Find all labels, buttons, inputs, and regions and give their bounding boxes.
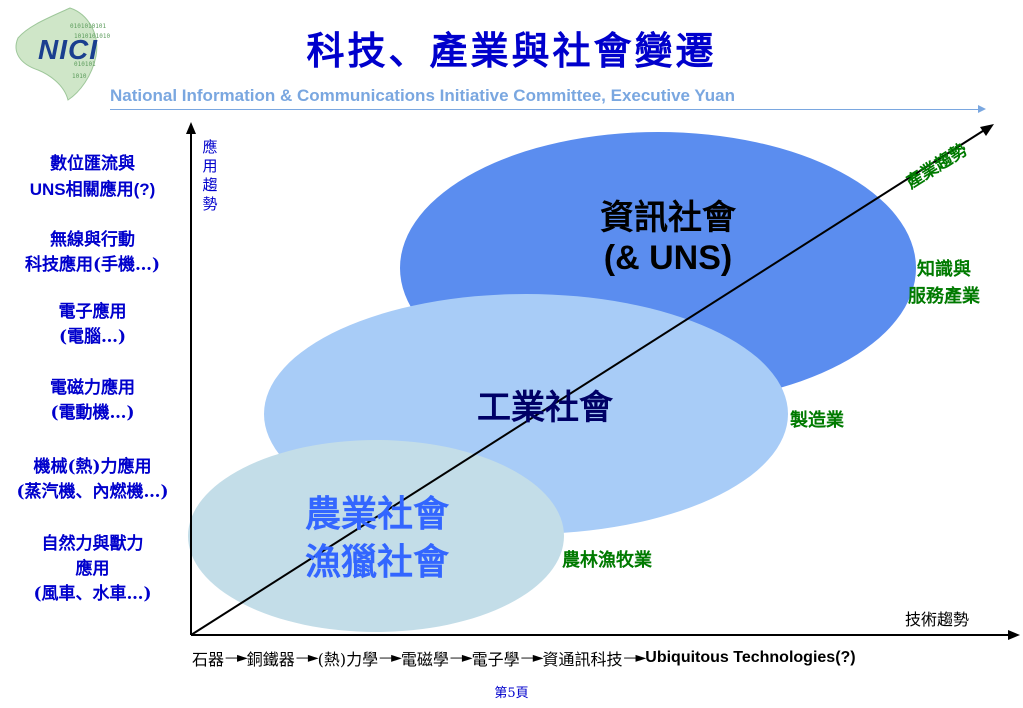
manufacturing-label: 製造業 <box>790 410 844 431</box>
tech-step: 銅鐵器 <box>246 650 295 669</box>
left-label-electromagnetic: 電磁力應用 (電動機…) <box>50 378 135 423</box>
info-society-label: 資訊社會 (& UNS) <box>600 198 736 277</box>
left-label-mechanical: 機械(熱)力應用 (蒸汽機、內燃機…) <box>16 457 169 502</box>
x-axis-arrow-icon <box>1008 630 1020 640</box>
tech-step: 電磁學 <box>400 650 449 669</box>
arrow-right-icon: —► <box>449 650 473 666</box>
slide-title: 科技、產業與社會變遷 <box>306 28 717 73</box>
y-axis-label: 應用趨勢 <box>202 138 218 213</box>
agricultural-society-ellipse <box>188 440 564 632</box>
tech-step: 石器 <box>192 650 225 669</box>
nici-logo: 0101010101 1010101010 010101 1010 NICI <box>8 4 118 104</box>
knowledge-service-industry-label: 知識與 服務產業 <box>908 259 980 307</box>
arrow-right-icon: —► <box>295 650 319 666</box>
title-divider-arrow-icon <box>978 105 986 113</box>
svg-text:010101: 010101 <box>74 61 96 68</box>
agricultural-society-label: 農業社會 漁獵社會 <box>304 493 449 583</box>
left-label-digital-convergence: 數位匯流與 UNS相關應用(?) <box>29 154 156 199</box>
left-label-electronic: 電子應用 (電腦…) <box>58 302 127 347</box>
arrow-right-icon: —► <box>520 650 544 666</box>
left-label-natural-power: 自然力與獸力 應用 (風車、水車…) <box>33 534 152 604</box>
diagonal-axis <box>190 128 987 636</box>
tech-step: 電子學 <box>471 650 520 669</box>
diagonal-axis-arrow-icon <box>980 124 994 136</box>
industrial-society-label: 工業社會 <box>477 388 613 428</box>
arrow-right-icon: —► <box>379 650 402 666</box>
x-axis-label: 技術趨勢 <box>905 610 970 629</box>
logo-text: NICI <box>38 34 98 65</box>
tech-step: Ubiquitous Technologies(?) <box>645 649 856 666</box>
tech-step: (熱)力學 <box>317 650 379 669</box>
svg-text:1010101010: 1010101010 <box>74 33 111 40</box>
page-number: 第5頁 <box>494 686 529 701</box>
taiwan-map-logo-icon: 0101010101 1010101010 010101 1010 <box>15 7 111 101</box>
arrow-right-icon: —► <box>623 650 646 666</box>
agriculture-industry-label: 農林漁牧業 <box>562 550 652 571</box>
title-divider <box>110 109 980 110</box>
slide-subtitle: National Information & Communications In… <box>110 86 736 105</box>
left-label-wireless: 無線與行動 科技應用(手機…) <box>24 230 161 275</box>
technology-sequence: 石器 —► 銅鐵器 —► (熱)力學 —► 電磁學 —► 電子學 —► 資通訊科… <box>192 646 856 670</box>
arrow-right-icon: —► <box>225 650 248 666</box>
svg-text:1010: 1010 <box>72 73 87 80</box>
svg-text:0101010101: 0101010101 <box>70 23 107 30</box>
tech-step: 資通訊科技 <box>542 650 623 669</box>
y-axis-arrow-icon <box>186 122 196 134</box>
